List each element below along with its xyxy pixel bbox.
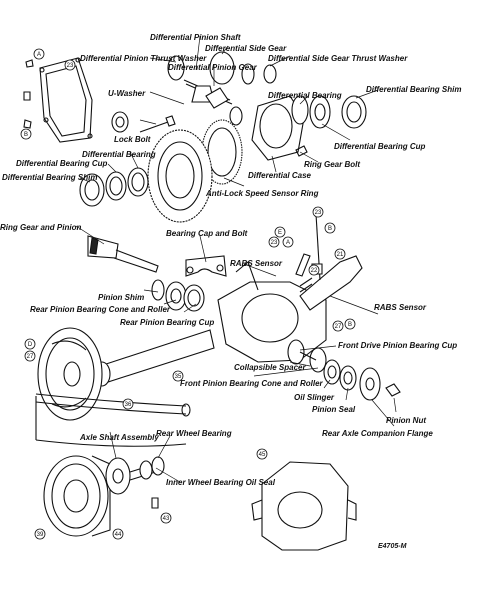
callout-marker: E xyxy=(274,226,286,238)
pinion-bearings-rear xyxy=(151,279,205,312)
svg-text:23: 23 xyxy=(315,210,322,216)
label-collapsible-spacer: Collapsible Spacer xyxy=(234,363,306,372)
svg-text:A: A xyxy=(286,240,290,246)
callout-markers: A 23 B E 23 A 23 B 21 22 27 B D 27 35 36… xyxy=(20,48,356,540)
callout-marker: A xyxy=(282,236,294,248)
svg-text:23: 23 xyxy=(67,63,74,69)
label-oil-slinger: Oil Slinger xyxy=(294,393,335,402)
front-pinion-stack xyxy=(287,339,401,401)
callout-marker: 27 xyxy=(24,350,36,362)
label-axle-shaft: Axle Shaft Assembly xyxy=(79,433,159,442)
callout-marker: 21 xyxy=(334,248,346,260)
label-diff-bearing: Differential Bearing xyxy=(268,91,342,100)
callout-marker: 23 xyxy=(312,206,324,218)
brake-drum xyxy=(43,455,111,537)
label-side-gear: Differential Side Gear xyxy=(205,44,287,53)
callout-marker: 36 xyxy=(122,398,134,410)
differential-case-assembly xyxy=(251,95,367,161)
label-front-pinion-cone: Front Pinion Bearing Cone and Roller xyxy=(180,379,324,388)
svg-text:B: B xyxy=(348,322,352,328)
axle-shaft xyxy=(35,393,191,447)
callout-marker: 23 xyxy=(268,236,280,248)
callout-marker: B xyxy=(344,318,356,330)
label-side-gear-thrust-washer: Differential Side Gear Thrust Washer xyxy=(268,54,408,63)
callout-marker: 45 xyxy=(256,448,268,460)
callout-marker: 44 xyxy=(112,528,124,540)
label-diff-bearing-shim-left: Differential Bearing Shim xyxy=(2,173,97,182)
label-diff-bearing-shim-top: Differential Bearing Shim xyxy=(366,85,461,94)
carrier-housing xyxy=(251,461,357,551)
svg-text:A: A xyxy=(37,52,41,58)
label-rear-wheel-bearing: Rear Wheel Bearing xyxy=(156,429,232,438)
label-rabs-sensor-right: RABS Sensor xyxy=(374,303,427,312)
label-pinion-gear: Differential Pinion Gear xyxy=(168,63,258,72)
callout-marker: 27 xyxy=(332,320,344,332)
svg-text:E: E xyxy=(278,230,282,236)
label-diff-bearing-left: Differential Bearing xyxy=(82,150,156,159)
callout-marker: B xyxy=(20,128,32,140)
callout-marker: A xyxy=(33,48,45,60)
part-labels: Differential Pinion Shaft Differential S… xyxy=(0,33,461,550)
callout-marker: 43 xyxy=(160,512,172,524)
callout-marker: 23 xyxy=(64,59,76,71)
label-pinion-shim: Pinion Shim xyxy=(98,293,144,302)
label-abs-ring: Anti-Lock Speed Sensor Ring xyxy=(205,189,319,198)
callout-marker: 22 xyxy=(308,264,320,276)
label-diff-case: Differential Case xyxy=(248,171,312,180)
differential-internal-gears xyxy=(167,51,277,126)
label-u-washer: U-Washer xyxy=(108,89,146,98)
label-bearing-cap-bolt: Bearing Cap and Bolt xyxy=(166,229,248,238)
label-ring-gear-bolt: Ring Gear Bolt xyxy=(304,160,360,169)
svg-text:B: B xyxy=(24,132,28,138)
drive-pinion xyxy=(87,235,159,273)
svg-text:B: B xyxy=(328,226,332,232)
callout-marker: 39 xyxy=(34,528,46,540)
label-rear-pinion-cone: Rear Pinion Bearing Cone and Roller xyxy=(30,305,171,314)
label-diff-bearing-cup-right: Differential Bearing Cup xyxy=(334,142,426,151)
svg-text:D: D xyxy=(28,342,33,348)
label-lock-bolt: Lock Bolt xyxy=(114,135,151,144)
label-ring-gear-pinion: Ring Gear and Pinion xyxy=(0,223,81,232)
label-front-pinion-cup: Front Drive Pinion Bearing Cup xyxy=(338,341,457,350)
callout-marker: 35 xyxy=(172,370,184,382)
svg-text:35: 35 xyxy=(175,374,182,380)
brake-backing-plate xyxy=(37,327,103,421)
label-pinion-thrust-washer: Differential Pinion Thrust Washer xyxy=(80,54,207,63)
svg-text:27: 27 xyxy=(27,354,34,360)
label-pinion-shaft: Differential Pinion Shaft xyxy=(150,33,241,42)
differential-cover xyxy=(23,57,93,143)
callout-marker: D xyxy=(24,338,36,350)
svg-text:23: 23 xyxy=(271,240,278,246)
leader-lines xyxy=(75,35,397,483)
label-pinion-seal: Pinion Seal xyxy=(312,405,356,414)
label-diff-bearing-cup-left: Differential Bearing Cup xyxy=(16,159,108,168)
svg-text:22: 22 xyxy=(311,268,318,274)
svg-text:44: 44 xyxy=(115,532,122,538)
left-bearing-stack xyxy=(79,167,149,207)
label-rabs-sensor-top: RABS Sensor xyxy=(230,259,283,268)
svg-text:21: 21 xyxy=(337,252,344,258)
label-pinion-nut: Pinion Nut xyxy=(386,416,426,425)
ring-gear xyxy=(147,129,213,223)
svg-text:27: 27 xyxy=(335,324,342,330)
bearing-cap xyxy=(185,255,227,277)
svg-text:39: 39 xyxy=(37,532,44,538)
callout-marker: B xyxy=(324,222,336,234)
label-companion-flange: Rear Axle Companion Flange xyxy=(322,429,433,438)
svg-text:45: 45 xyxy=(259,452,266,458)
figure-code: E4705-M xyxy=(378,543,407,550)
label-rear-pinion-cup: Rear Pinion Bearing Cup xyxy=(120,318,214,327)
label-inner-wheel-seal: Inner Wheel Bearing Oil Seal xyxy=(166,478,276,487)
axle-flange-and-bearing xyxy=(105,456,165,509)
svg-text:43: 43 xyxy=(163,516,170,522)
lock-bolt-and-u-washer xyxy=(111,111,176,133)
svg-text:36: 36 xyxy=(125,402,132,408)
